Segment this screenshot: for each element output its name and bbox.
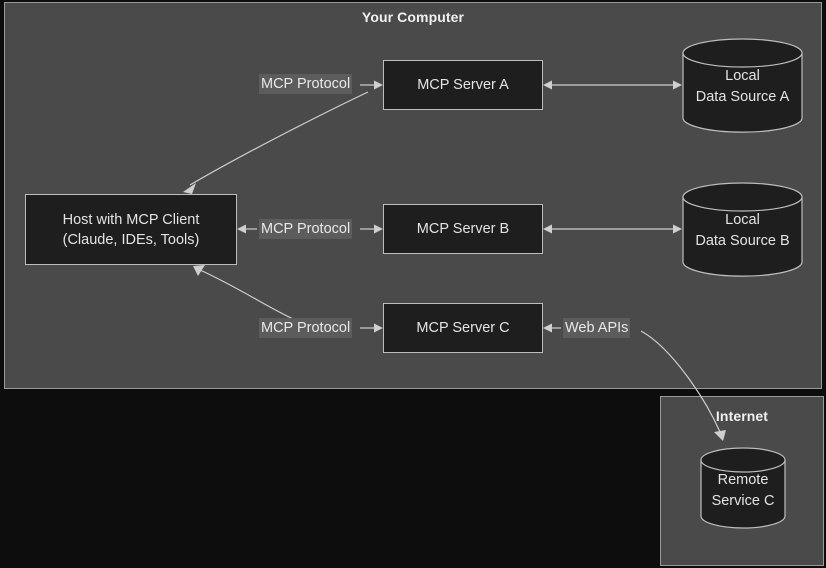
cylinder-shape-icon — [700, 447, 786, 529]
node-remote-service-c[interactable]: Remote Service C — [700, 447, 786, 529]
node-mcp-server-a-label: MCP Server A — [417, 77, 509, 93]
edge-label-web-apis: Web APIs — [563, 318, 631, 338]
node-local-data-source-b[interactable]: Local Data Source B — [682, 182, 803, 277]
node-mcp-server-b-label: MCP Server B — [416, 221, 510, 237]
node-mcp-server-c[interactable]: MCP Server C — [383, 303, 543, 353]
cylinder-shape-icon — [682, 38, 803, 133]
node-mcp-server-a[interactable]: MCP Server A — [383, 60, 543, 110]
group-your-computer-title: Your Computer — [361, 9, 465, 25]
node-host-with-mcp-client[interactable]: Host with MCP Client (Claude, IDEs, Tool… — [25, 194, 237, 265]
cylinder-shape-icon — [682, 182, 803, 277]
node-mcp-server-b[interactable]: MCP Server B — [383, 204, 543, 254]
group-internet-title: Internet — [715, 408, 769, 424]
node-local-data-source-a[interactable]: Local Data Source A — [682, 38, 803, 133]
edge-label-mcp-protocol-c: MCP Protocol — [259, 318, 353, 338]
node-mcp-server-c-label: MCP Server C — [416, 320, 510, 336]
edge-label-mcp-protocol-a: MCP Protocol — [259, 74, 353, 94]
node-host-line1: Host with MCP Client — [62, 211, 200, 228]
node-host-line2: (Claude, IDEs, Tools) — [62, 231, 200, 248]
edge-label-mcp-protocol-b: MCP Protocol — [259, 219, 353, 239]
